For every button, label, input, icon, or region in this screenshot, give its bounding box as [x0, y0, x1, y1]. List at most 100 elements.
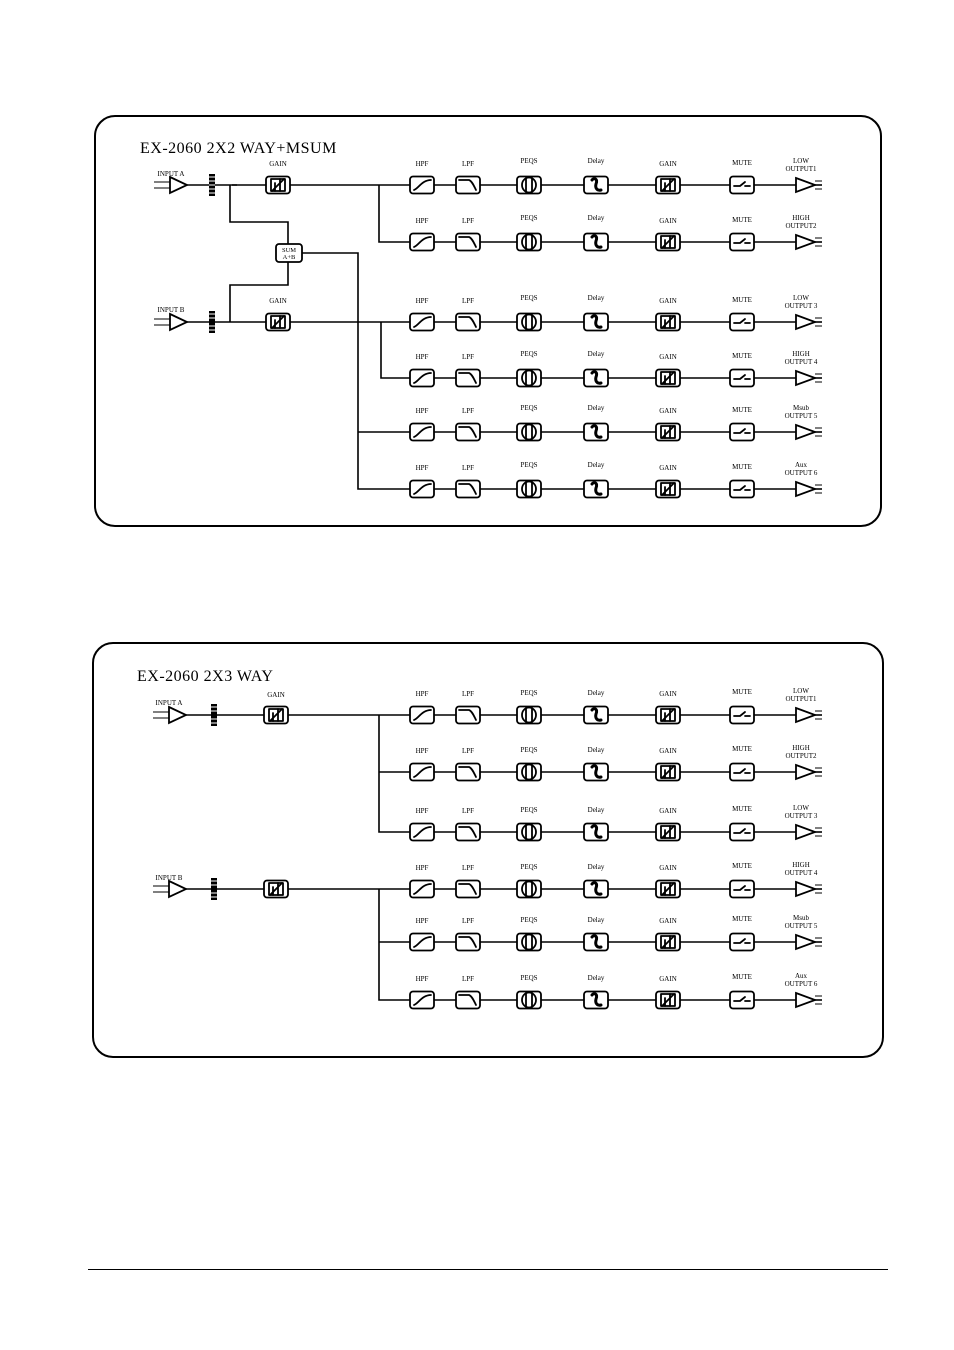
- output-label-type: Msub: [793, 914, 809, 922]
- block-label-hpf: HPF: [416, 297, 429, 305]
- hpf-block: [409, 479, 435, 499]
- mute-block: [729, 705, 755, 725]
- peq-block: [516, 175, 542, 195]
- gain-block: [655, 422, 681, 442]
- bus-b-branch: [380, 322, 410, 379]
- block-label-delay: Delay: [588, 916, 605, 924]
- gain-slope-icon: [661, 708, 675, 722]
- lpf-block-box: [455, 368, 481, 388]
- panel-frame: [92, 642, 884, 1058]
- block-label-mute: MUTE: [732, 688, 752, 696]
- block-label-mute: MUTE: [732, 862, 752, 870]
- peq-block-box: [516, 822, 542, 842]
- gain-block: [263, 879, 289, 899]
- switch-icon: [733, 428, 751, 434]
- mute-block: [729, 762, 755, 782]
- block-label-lpf: LPF: [462, 917, 474, 925]
- block-label-hpf: HPF: [416, 807, 429, 815]
- gain-frame-icon: [660, 425, 676, 439]
- lpf-block: [455, 932, 481, 952]
- gain-slope-icon: [661, 235, 675, 249]
- switch-icon: [733, 318, 751, 324]
- block-label-delay: Delay: [588, 294, 605, 302]
- mute-block: [729, 312, 755, 332]
- output-triangle-icon: [795, 423, 818, 441]
- input-a-gain-label: GAIN: [267, 691, 285, 699]
- hpf-block-box: [409, 368, 435, 388]
- hpf-block-box: [409, 175, 435, 195]
- input-amp-icon: [154, 312, 190, 332]
- switch-icon: [733, 485, 751, 491]
- delay-squiggle-icon: [590, 370, 603, 385]
- peq-circle-icon: [521, 313, 537, 331]
- mute-block: [729, 990, 755, 1010]
- lowpass-curve-icon: [458, 709, 477, 721]
- gain-frame-icon: [268, 708, 284, 722]
- lpf-block: [455, 422, 481, 442]
- switch-icon: [733, 885, 751, 891]
- gain-frame-icon: [660, 235, 676, 249]
- block-label-hpf: HPF: [416, 464, 429, 472]
- block-label-delay: Delay: [588, 974, 605, 982]
- output-amp-icon: [795, 369, 822, 387]
- lpf-block: [455, 368, 481, 388]
- output-amp-icon: [795, 991, 822, 1009]
- peq-block: [516, 232, 542, 252]
- block-label-peqs: PEQS: [520, 863, 537, 871]
- output-label-name: OUTPUT1: [785, 165, 817, 173]
- delay-block: [583, 312, 609, 332]
- gain-slope-icon: [269, 882, 283, 896]
- lpf-block-box: [455, 932, 481, 952]
- output-label-type: Msub: [793, 404, 809, 412]
- block-label-mute: MUTE: [732, 216, 752, 224]
- lpf-block-box: [455, 762, 481, 782]
- switch-icon: [733, 181, 751, 187]
- gain-slope-icon: [661, 993, 675, 1007]
- input-triangle-icon: [169, 175, 190, 195]
- output-label-name: OUTPUT 3: [785, 812, 818, 820]
- diagram-title: EX-2060 2X3 WAY: [137, 668, 273, 685]
- highpass-curve-icon: [413, 709, 432, 721]
- block-label-hpf: HPF: [416, 407, 429, 415]
- hpf-block-box: [409, 932, 435, 952]
- gain-frame-icon: [268, 882, 284, 896]
- output-triangle-icon: [795, 706, 818, 724]
- peq-block: [516, 479, 542, 499]
- hpf-block: [409, 879, 435, 899]
- delay-block: [583, 479, 609, 499]
- input-amp-icon: [153, 705, 189, 725]
- hpf-block: [409, 822, 435, 842]
- output-label-type: LOW: [793, 294, 809, 302]
- hpf-block: [409, 932, 435, 952]
- block-label-gain: GAIN: [659, 297, 677, 305]
- gain-frame-icon: [660, 371, 676, 385]
- gain-block: [655, 232, 681, 252]
- lpf-block: [455, 762, 481, 782]
- output-label-name: OUTPUT1: [785, 695, 817, 703]
- input-triangle-icon: [168, 705, 189, 725]
- peq-circle-icon: [521, 423, 537, 441]
- delay-squiggle-icon: [590, 424, 603, 439]
- lowpass-curve-icon: [458, 426, 477, 438]
- delay-block: [583, 232, 609, 252]
- gain-frame-icon: [660, 882, 676, 896]
- gain-frame-icon: [660, 315, 676, 329]
- peq-block: [516, 705, 542, 725]
- output-amp-icon: [795, 480, 822, 498]
- peq-circle-icon: [521, 880, 537, 898]
- input-triangle-icon: [168, 879, 189, 899]
- gain-slope-icon: [271, 315, 285, 329]
- block-label-peqs: PEQS: [520, 350, 537, 358]
- output-triangle-icon: [795, 880, 818, 898]
- gain-slope-icon: [269, 708, 283, 722]
- block-label-mute: MUTE: [732, 159, 752, 167]
- mute-block: [729, 822, 755, 842]
- delay-squiggle-icon: [590, 764, 603, 779]
- peq-block: [516, 822, 542, 842]
- peq-circle-icon: [521, 991, 537, 1009]
- input-b-label: INPUT B: [156, 874, 183, 882]
- gain-block: [265, 175, 291, 195]
